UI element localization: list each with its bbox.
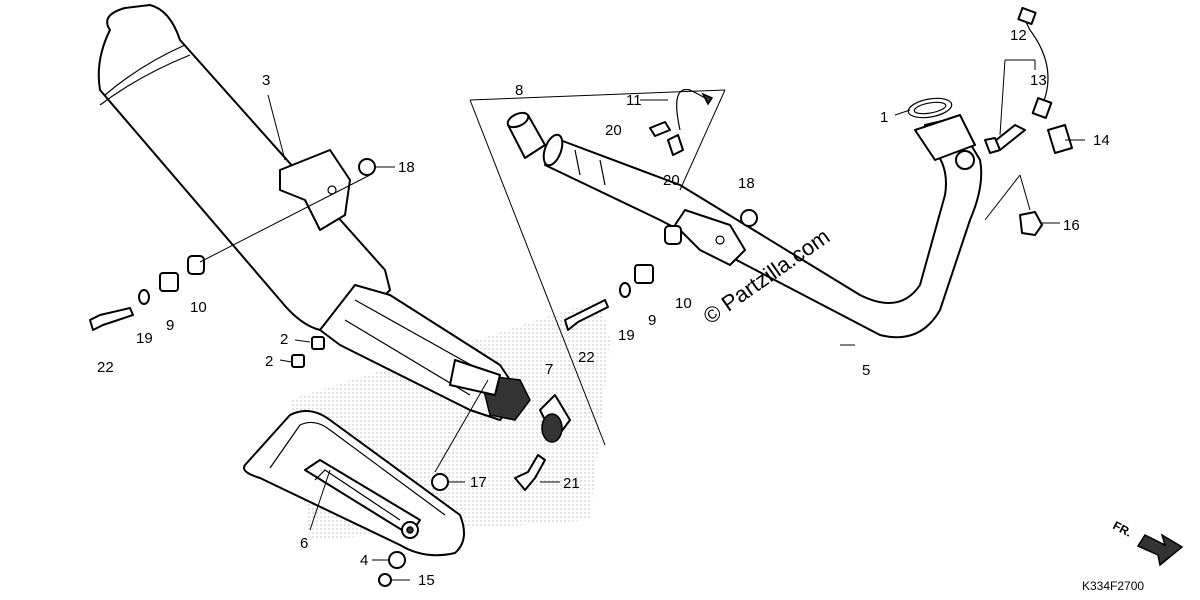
connector-part-13[interactable] [1017, 6, 1053, 119]
nut-part-17[interactable] [431, 473, 449, 491]
label-22b: 22 [578, 349, 595, 366]
label-9a: 9 [166, 317, 174, 334]
label-10b: 10 [675, 295, 692, 312]
label-21: 21 [563, 475, 580, 492]
label-14: 14 [1093, 132, 1110, 149]
label-16: 16 [1063, 217, 1080, 234]
label-1: 1 [880, 109, 888, 126]
heat-shield-part-6[interactable] [243, 410, 465, 557]
bolt-part-21[interactable] [514, 454, 546, 491]
front-direction-indicator: FR. [1111, 518, 1184, 567]
label-2b: 2 [265, 353, 273, 370]
muffler-part-3[interactable] [97, 4, 531, 421]
rubber-part-2b[interactable] [291, 354, 305, 368]
diagram-code: K334F2700 [1082, 579, 1144, 593]
clip-part-14[interactable] [1047, 124, 1073, 154]
leader-lines [199, 59, 1085, 581]
label-10a: 10 [190, 299, 207, 316]
label-12: 12 [1010, 27, 1027, 44]
bush-part-9a[interactable] [159, 272, 179, 292]
label-13: 13 [1030, 72, 1047, 89]
label-4: 4 [360, 552, 368, 569]
label-19a: 19 [136, 330, 153, 347]
bolt-part-20b[interactable] [667, 134, 684, 156]
label-2a: 2 [280, 331, 288, 348]
rubber-part-2a[interactable] [311, 336, 325, 350]
nut-part-18a[interactable] [358, 158, 376, 176]
label-9b: 9 [648, 312, 656, 329]
label-18a: 18 [398, 159, 415, 176]
label-19b: 19 [618, 327, 635, 344]
oxygen-sensor-part-12[interactable] [984, 124, 1026, 154]
gasket-part-7[interactable] [539, 394, 571, 443]
bush-part-9b[interactable] [634, 264, 654, 284]
bolt-part-20a[interactable] [649, 121, 671, 137]
label-11: 11 [626, 92, 642, 109]
label-22a: 22 [97, 359, 114, 376]
label-8: 8 [515, 82, 523, 99]
label-5: 5 [862, 362, 870, 379]
label-20a: 20 [605, 122, 622, 139]
direction-label: FR. [1111, 518, 1135, 539]
bolt-part-15[interactable] [378, 573, 392, 587]
direction-arrow-icon [1136, 533, 1184, 567]
label-3: 3 [262, 72, 270, 89]
label-17: 17 [470, 474, 487, 491]
part-labels: 1 2 2 3 4 5 6 7 8 9 9 10 10 11 12 13 14 … [97, 27, 1110, 589]
label-7: 7 [545, 361, 553, 378]
washer-part-19b[interactable] [619, 282, 631, 298]
label-6: 6 [300, 535, 308, 552]
collar-part-8[interactable] [505, 110, 546, 159]
collar-part-10b[interactable] [664, 225, 682, 245]
gasket-part-1[interactable] [907, 95, 953, 120]
nut-part-18b[interactable] [740, 209, 758, 227]
collar-part-10a[interactable] [187, 255, 205, 275]
bolt-part-22b[interactable] [564, 299, 609, 331]
label-18b: 18 [738, 175, 755, 192]
washer-part-19a[interactable] [138, 289, 150, 305]
nut-part-16[interactable] [1019, 211, 1043, 236]
exhaust-pipe-part-5[interactable] [540, 114, 983, 339]
label-15: 15 [418, 572, 435, 589]
bolt-part-22a[interactable] [89, 307, 134, 331]
label-20b: 20 [663, 172, 680, 189]
wire-part-11[interactable] [676, 88, 714, 131]
grommet-part-4[interactable] [388, 551, 406, 569]
